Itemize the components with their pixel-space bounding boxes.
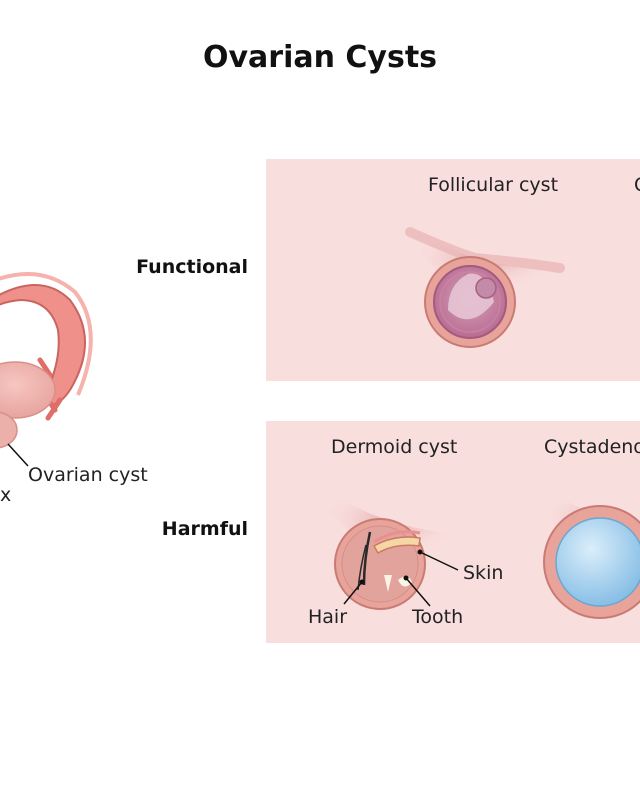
caption-dermoid-cyst: Dermoid cyst [331,436,458,458]
caption-corpus-partial: C [634,174,640,196]
label-skin: Skin [463,562,504,584]
dermoid-cyst-illustration [320,485,470,610]
uterus-illustration [0,272,93,467]
label-cervix-partial: x [0,484,12,506]
cystadenoma-illustration [540,485,640,619]
caption-follicular-cyst: Follicular cyst [428,174,559,196]
page-title: Ovarian Cysts [202,40,438,75]
label-ovarian-cyst: Ovarian cyst [28,464,148,486]
label-hair: Hair [308,606,348,628]
follicular-cyst-illustration [405,225,565,348]
caption-cystadenoma-partial: Cystadeno [544,436,640,458]
label-tooth: Tooth [412,606,464,628]
row-label-functional: Functional [136,256,248,278]
row-label-harmful: Harmful [161,518,248,540]
